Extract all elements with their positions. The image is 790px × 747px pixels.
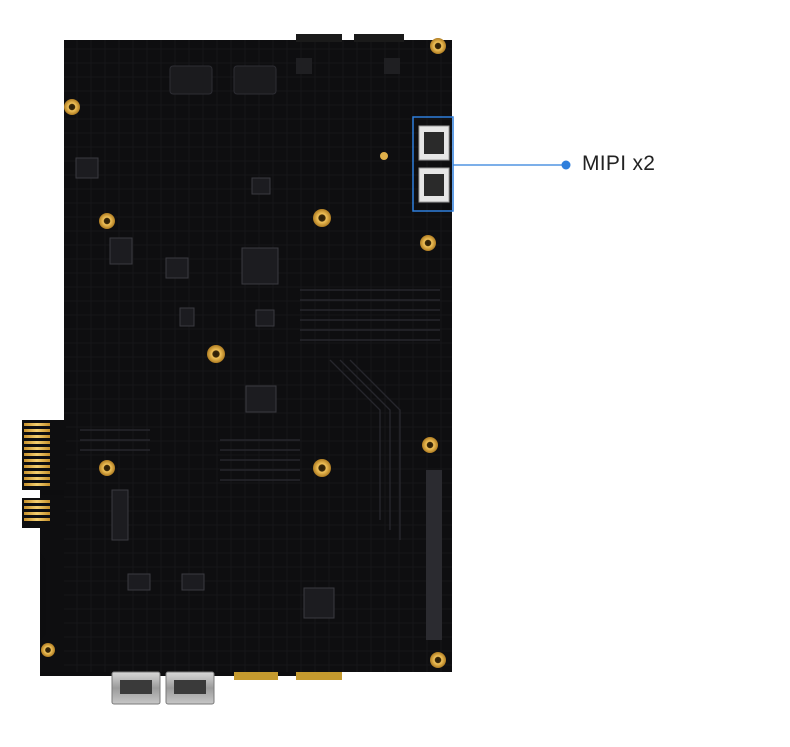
fpga-fanout-traces	[80, 289, 440, 540]
mipi-connectors	[418, 125, 450, 203]
mipi-highlight-box	[412, 116, 454, 212]
top-connectors	[169, 34, 404, 95]
callout-dot	[561, 160, 571, 170]
bottom-connectors	[111, 671, 342, 705]
pin-header	[426, 470, 442, 640]
trace-texture	[64, 40, 452, 672]
pcie-edge-connector	[22, 420, 66, 528]
mounting-holes	[41, 38, 446, 668]
ic-chips	[75, 157, 335, 619]
mipi-callout-label: MIPI x2	[582, 152, 656, 175]
